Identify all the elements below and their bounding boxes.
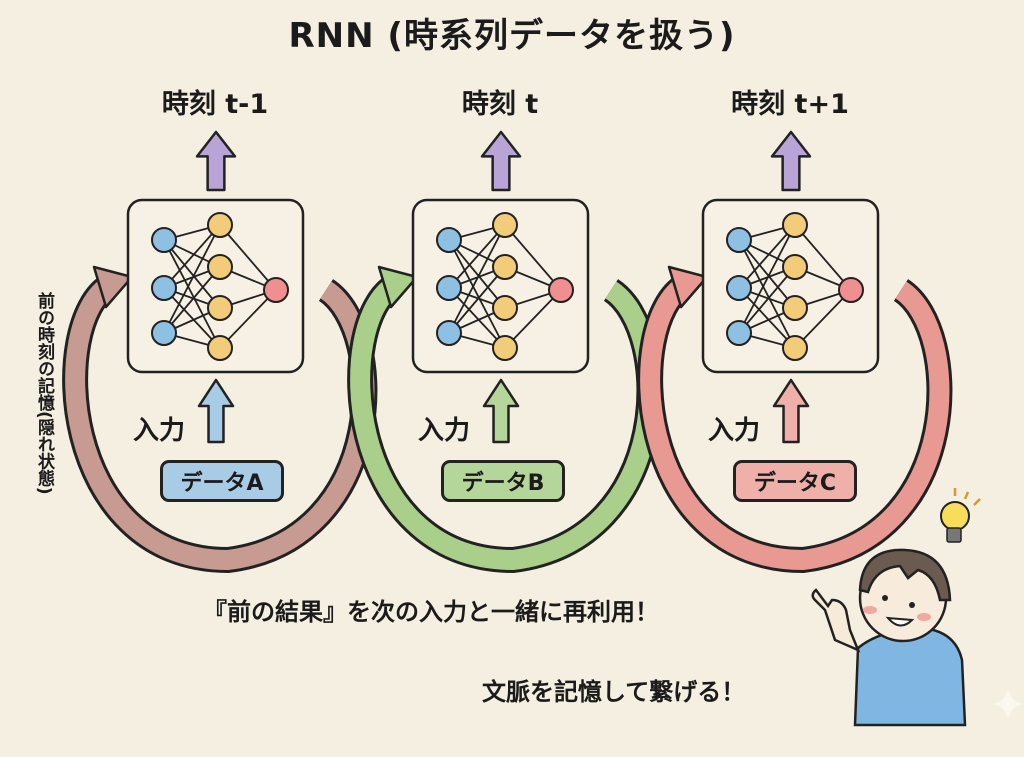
caption-context: 文脈を記憶して繋げる！	[482, 678, 746, 706]
network-edge	[163, 224, 221, 289]
output-node	[548, 277, 574, 303]
character-hair	[858, 548, 952, 602]
network-edge	[219, 224, 277, 291]
output-arrow-c	[770, 130, 812, 192]
network-edge	[738, 224, 796, 289]
network-edge	[738, 287, 796, 349]
time-label-t-minus-1: 時刻 t-1	[161, 89, 269, 120]
input-arrow-b	[482, 378, 520, 444]
hidden-node	[207, 335, 233, 361]
network-box-b	[411, 198, 590, 374]
network-edge	[794, 224, 852, 291]
input-node	[726, 320, 752, 346]
network-edge	[738, 239, 796, 349]
hidden-node	[207, 295, 233, 321]
character-mouth	[885, 616, 915, 627]
character-cheek	[917, 613, 931, 621]
input-node	[436, 227, 462, 253]
input-node	[436, 275, 462, 301]
output-arrow-b	[480, 130, 522, 192]
hidden-state-label: 前の時刻の記憶(隠れ状態)	[34, 292, 54, 495]
network-edge	[794, 289, 852, 349]
input-node	[436, 320, 462, 346]
network-edge	[163, 287, 221, 349]
network-edge	[504, 289, 562, 349]
input-label-c: 入力	[708, 416, 761, 446]
output-arrow-a	[195, 130, 237, 192]
input-node	[726, 227, 752, 253]
network-edge	[448, 224, 506, 334]
network-edge	[448, 239, 506, 309]
character-shirt	[853, 626, 967, 727]
network-box-c	[701, 198, 880, 374]
input-label-b: 入力	[418, 416, 471, 446]
input-node	[151, 227, 177, 253]
input-arrow-c	[772, 378, 810, 444]
output-node	[838, 277, 864, 303]
hidden-node	[782, 295, 808, 321]
character-eye	[909, 602, 915, 608]
network-edge	[738, 239, 796, 309]
input-arrow-a	[197, 378, 235, 444]
caption-reuse: 『前の結果』を次の入力と一緒に再利用！	[203, 598, 659, 626]
network-edge	[504, 224, 562, 291]
input-label-a: 入力	[133, 416, 186, 446]
light-bulb-icon	[940, 501, 970, 531]
input-node	[151, 320, 177, 346]
network-edge	[738, 224, 796, 334]
character-illustration	[811, 488, 1024, 727]
input-node	[151, 275, 177, 301]
hidden-node	[782, 254, 808, 280]
network-edge	[219, 289, 277, 349]
hidden-node	[782, 335, 808, 361]
network-edge	[448, 287, 506, 349]
hidden-node	[492, 295, 518, 321]
data-chip-c: データC	[733, 460, 857, 502]
bulb-ray	[973, 498, 981, 506]
diagram-title: RNN (時系列データを扱う)	[288, 16, 736, 56]
hidden-node	[207, 254, 233, 280]
loop-arrowhead-b	[377, 265, 419, 309]
loop-arc-c	[640, 276, 950, 571]
loop-arrowhead-c	[667, 265, 709, 309]
time-label-t: 時刻 t	[461, 89, 539, 120]
character-eye	[882, 595, 888, 601]
network-edge	[448, 266, 506, 334]
output-node	[263, 277, 289, 303]
network-box-a	[126, 198, 305, 374]
network-edge	[163, 239, 221, 309]
time-label-t-plus-1: 時刻 t+1	[731, 89, 849, 120]
network-edge	[448, 239, 506, 349]
network-edge	[163, 239, 221, 349]
hidden-node	[492, 254, 518, 280]
hidden-node	[207, 212, 233, 238]
bulb-ray	[963, 491, 970, 500]
character-cheek	[863, 606, 877, 614]
input-node	[726, 275, 752, 301]
character-hand	[811, 588, 861, 653]
network-edge	[163, 266, 221, 334]
network-edge	[163, 224, 221, 334]
data-chip-a: データA	[160, 460, 284, 502]
data-chip-b: データB	[441, 460, 565, 502]
loop-arrowhead-a	[92, 265, 134, 309]
network-edge	[738, 266, 796, 334]
hidden-node	[782, 212, 808, 238]
light-bulb-base	[946, 527, 962, 543]
sparkle-icon	[992, 688, 1024, 720]
hidden-node	[492, 335, 518, 361]
hidden-node	[492, 212, 518, 238]
network-edge	[448, 224, 506, 289]
